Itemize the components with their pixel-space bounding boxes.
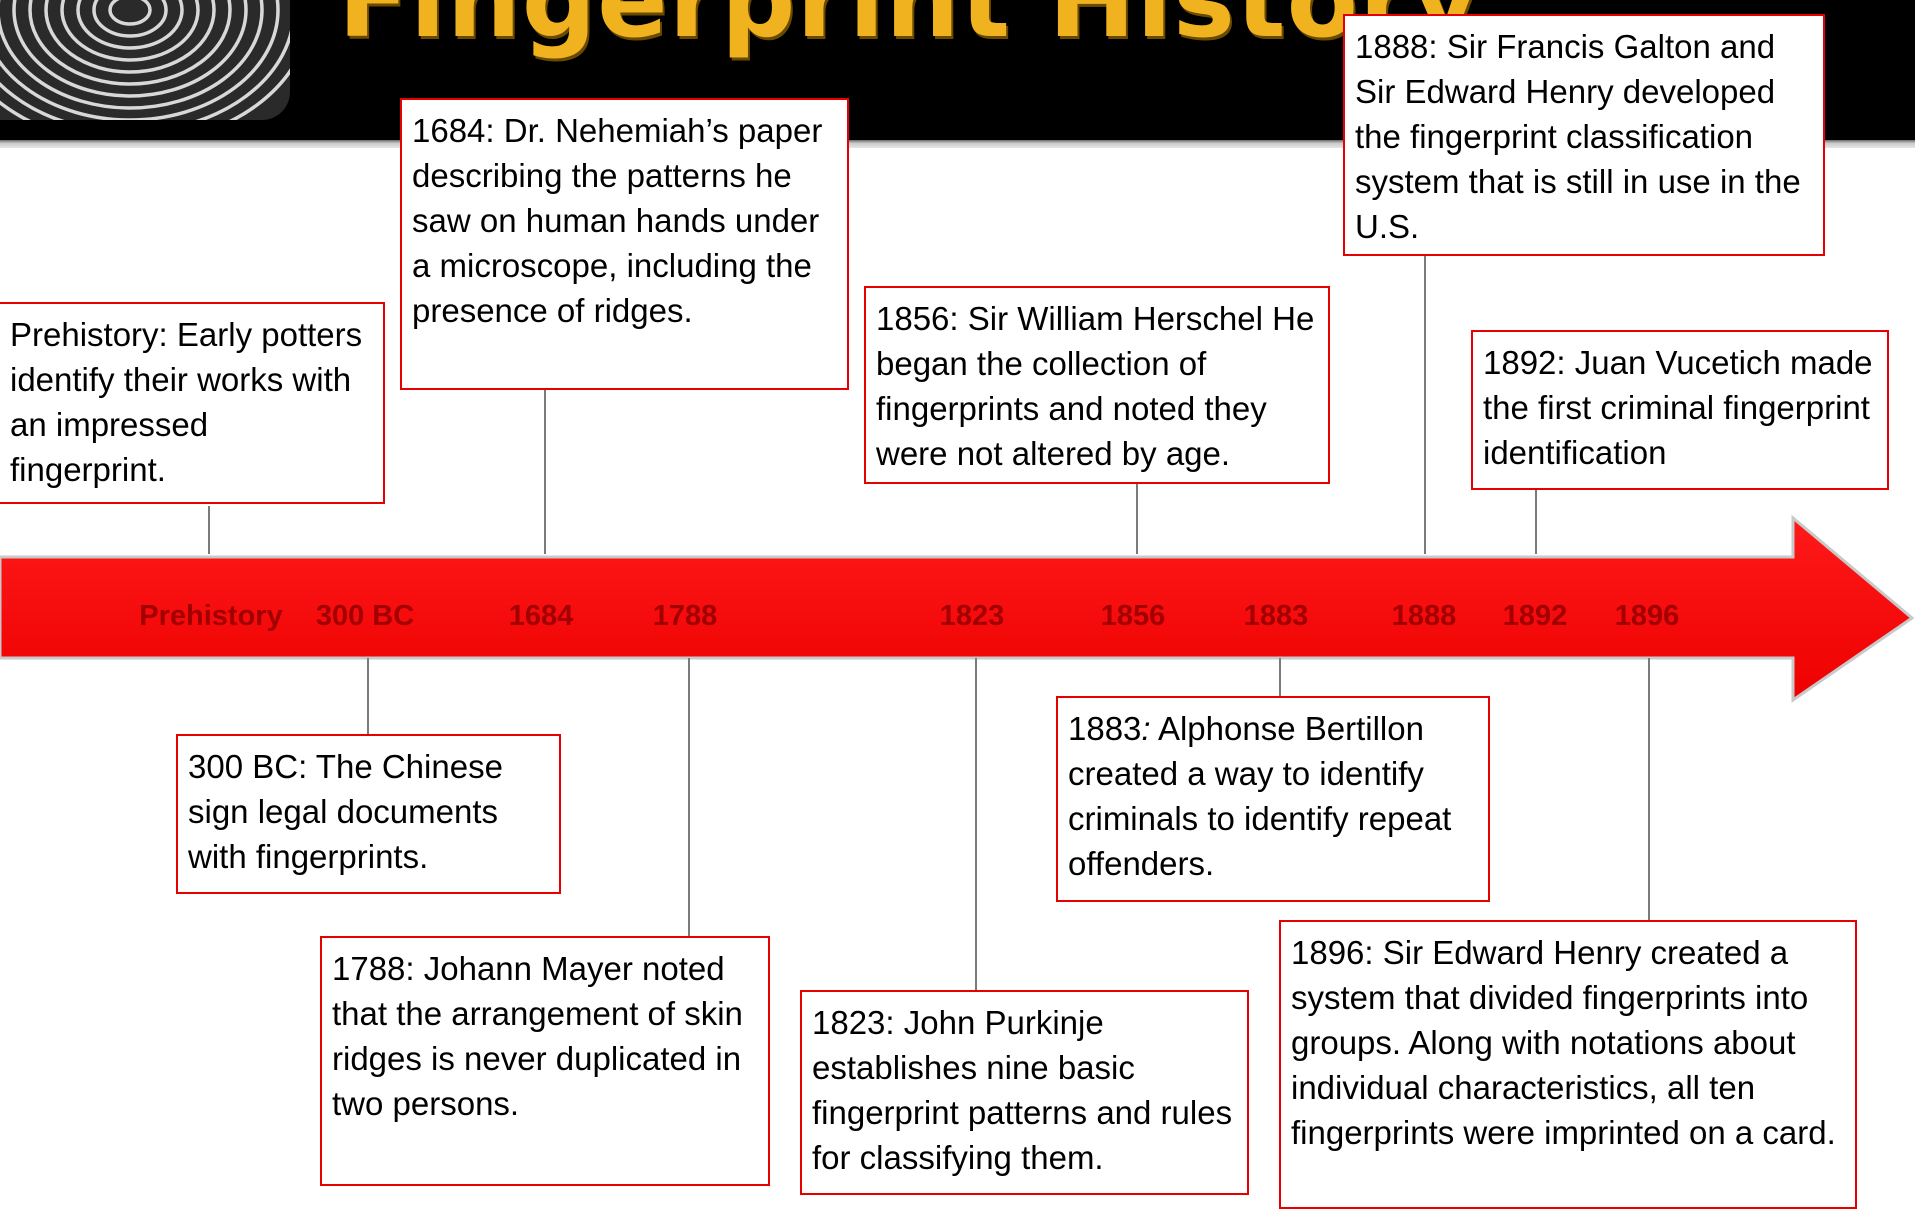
event-box-300bc: 300 BC: The Chinese sign legal documents… (176, 734, 561, 894)
connector-1684 (544, 390, 546, 554)
year-label-300bc: 300 BC (315, 600, 415, 632)
fingerprint-icon (0, 0, 290, 120)
event-box-1892: 1892: Juan Vucetich made the first crimi… (1471, 330, 1889, 490)
event-box-1888: 1888: Sir Francis Galton and Sir Edward … (1343, 14, 1825, 256)
connector-1892 (1535, 490, 1537, 554)
event-1883-colon: : (1141, 710, 1151, 747)
event-box-1856: 1856: Sir William Herschel He began the … (864, 286, 1330, 484)
year-label-1888: 1888 (1391, 600, 1457, 632)
connector-1788 (688, 658, 690, 936)
year-label-1856: 1856 (1100, 600, 1166, 632)
year-label-1684: 1684 (508, 600, 574, 632)
event-box-1896: 1896: Sir Edward Henry created a system … (1279, 920, 1857, 1209)
timeline-arrow (0, 514, 1915, 703)
event-1883-year: 1883 (1068, 710, 1142, 747)
connector-300bc (367, 658, 369, 734)
connector-1896 (1648, 658, 1650, 920)
event-box-1883: 1883: Alphonse Bertillon created a way t… (1056, 696, 1490, 902)
connector-1823 (975, 658, 977, 990)
slide-title: Fingerprint History (338, 0, 1481, 61)
header-divider (0, 140, 1915, 148)
year-label-1892: 1892 (1502, 600, 1568, 632)
event-box-1823: 1823: John Purkinje establishes nine bas… (800, 990, 1249, 1195)
event-box-prehistory: Prehistory: Early potters identify their… (0, 302, 385, 504)
connector-1888 (1424, 256, 1426, 554)
connector-1883 (1279, 658, 1281, 696)
event-1883-text: Alphonse Bertillon created a way to iden… (1068, 710, 1452, 882)
year-label-1896: 1896 (1614, 600, 1680, 632)
connector-prehistory (208, 506, 210, 554)
event-box-1788: 1788: Johann Mayer noted that the arrang… (320, 936, 770, 1186)
connector-1856 (1136, 484, 1138, 554)
year-label-1788: 1788 (652, 600, 718, 632)
year-label-1823: 1823 (939, 600, 1005, 632)
year-label-prehistory: Prehistory (139, 600, 283, 632)
event-box-1684: 1684: Dr. Nehemiah’s paper describing th… (400, 98, 849, 390)
year-label-1883: 1883 (1243, 600, 1309, 632)
